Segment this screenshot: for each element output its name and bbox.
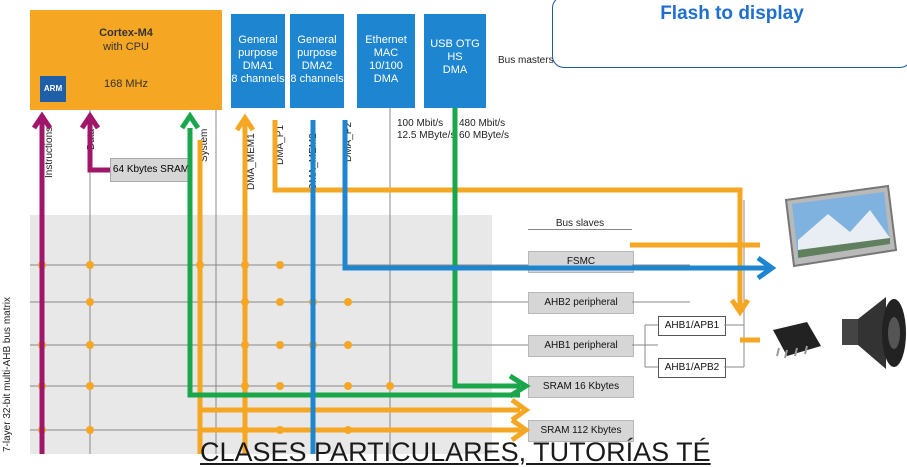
ethernet-dma-block: Ethernet MAC 10/100 DMA [357, 14, 415, 108]
dma2-line: General [297, 34, 337, 46]
speaker-icon [842, 297, 906, 369]
bus-masters-label: Bus masters [498, 55, 554, 66]
dma1-line: General [238, 34, 278, 46]
cpu-name: Cortex-M4 [99, 27, 153, 39]
dma2-line: DMA2 [301, 60, 333, 72]
cpu-frequency: 168 MHz [103, 78, 149, 90]
dma2-line: purpose [297, 47, 337, 59]
cortex-m4-block: Cortex-M4 with CPU 168 MHz ARM [30, 10, 222, 110]
usb-line: DMA [442, 64, 468, 76]
slave-sram-112k: SRAM 112 Kbytes [528, 420, 634, 442]
callout-box: Flash to display [552, 0, 907, 68]
footer-banner-text: CLASES PARTICULARES, TUTORÍAS TÉ [200, 437, 711, 467]
green-arrows [179, 108, 531, 399]
orange-arrows [197, 113, 760, 454]
dma1-line: 8 channels [231, 73, 285, 85]
usb-rate-line: 60 MByte/s [459, 130, 510, 141]
wiring-layer [30, 108, 777, 454]
dma1-line: DMA1 [242, 60, 274, 72]
ethernet-rate-line: 100 Mbit/s [397, 118, 444, 129]
bus-slaves-title: Bus slaves [528, 218, 632, 230]
ethernet-rate: 100 Mbit/s 12.5 MByte/s [397, 118, 455, 142]
dma1-line: purpose [238, 47, 278, 59]
usb-otg-dma-block: USB OTG HS DMA [424, 14, 486, 108]
ethernet-line: DMA [373, 73, 399, 85]
usb-line: USB OTG [430, 38, 480, 50]
callout-title: Flash to display [660, 3, 804, 24]
usb-line: HS [447, 51, 463, 63]
cpu-subtitle: with CPU [103, 41, 149, 53]
slave-ahb1-peripheral: AHB1 peripheral [528, 335, 634, 357]
chip-icon [773, 322, 821, 359]
ethernet-line: MAC 10/100 [369, 47, 403, 72]
bridge-ahb1-apb1: AHB1/APB1 [658, 316, 726, 336]
ethernet-rate-line: 12.5 MByte/s [397, 130, 456, 141]
bus-matrix-area [30, 215, 492, 454]
slave-ahb2-peripheral: AHB2 peripheral [528, 292, 634, 314]
usb-rate: 480 Mbit/s 60 MByte/s [459, 118, 509, 142]
ethernet-line: Ethernet [365, 34, 407, 46]
dma2-line: 8 channels [290, 73, 344, 85]
dma2-block: General purpose DMA2 8 channels [290, 14, 344, 108]
display-icon [784, 184, 898, 268]
dma1-block: General purpose DMA1 8 channels [231, 14, 285, 108]
usb-rate-line: 480 Mbit/s [459, 118, 506, 129]
bridge-ahb1-apb2: AHB1/APB2 [658, 358, 726, 378]
arm-logo-icon: ARM [40, 76, 66, 102]
sram-64k-block: 64 Kbytes SRAM [110, 158, 192, 182]
purple-arrows [31, 111, 110, 454]
matrix-grid [30, 108, 745, 454]
blue-arrows [310, 120, 777, 454]
